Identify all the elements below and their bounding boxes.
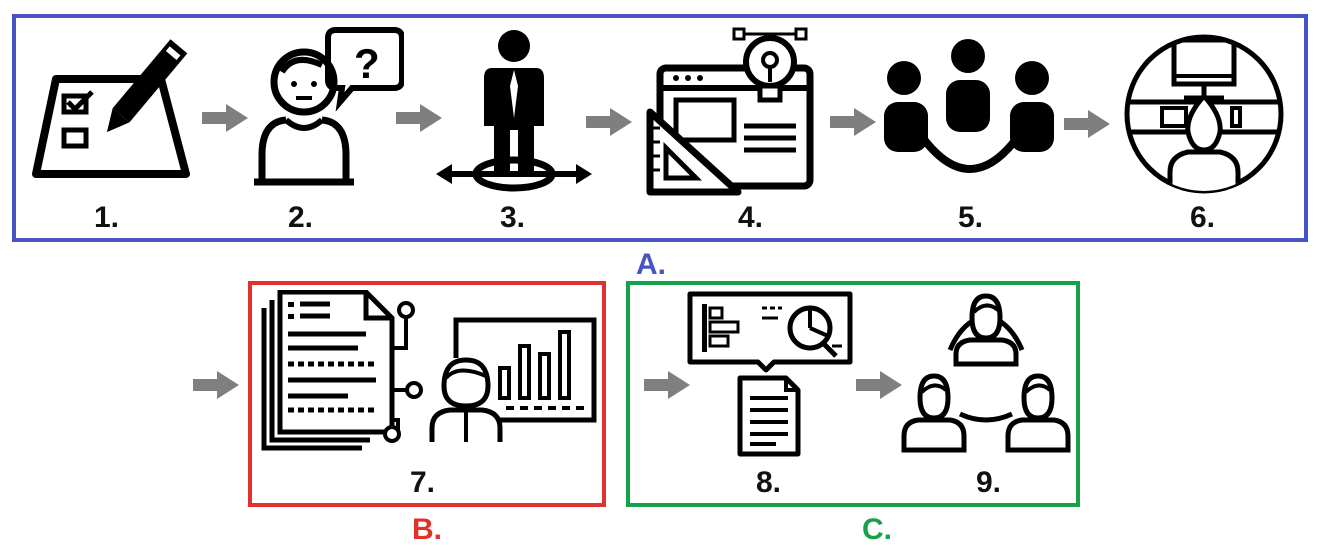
group-b-frame (248, 281, 606, 507)
svg-text:?: ? (354, 40, 380, 87)
checklist-pencil-icon (32, 39, 190, 178)
step-8-label: 8. (756, 466, 782, 499)
step-4-label: 4. (738, 201, 764, 234)
team-meeting-icon (884, 39, 1054, 173)
step-5-label: 5. (958, 201, 984, 234)
arrow-8-9 (856, 371, 902, 399)
step-9-label: 9. (976, 466, 1002, 499)
group-c-frame (626, 281, 1080, 507)
group-a-label: A. (636, 248, 666, 281)
report-presentation-icon (261, 290, 597, 451)
arrow-3-4 (586, 108, 632, 136)
people-network-icon (901, 293, 1071, 453)
arrow-7-8 (644, 371, 690, 399)
arrow-6-7 (193, 371, 239, 399)
design-blueprint-icon (646, 27, 814, 196)
arrow-2-3 (396, 104, 442, 132)
step-3-label: 3. (500, 201, 526, 234)
group-c-label: C. (862, 513, 892, 546)
arrow-1-2 (202, 104, 248, 132)
step-7-label: 7. (410, 466, 436, 499)
step-6-label: 6. (1190, 201, 1216, 234)
standing-businessman-icon (436, 30, 592, 192)
group-b-label: B. (412, 513, 442, 546)
arrow-4-5 (830, 108, 876, 136)
workstation-user-icon (1124, 34, 1284, 194)
person-question-icon: ? (254, 27, 404, 186)
group-a-frame (12, 14, 1308, 242)
step-1-label: 1. (94, 201, 120, 234)
step-2-label: 2. (288, 201, 314, 234)
analytics-report-icon (687, 291, 853, 457)
arrow-5-6 (1064, 110, 1110, 138)
